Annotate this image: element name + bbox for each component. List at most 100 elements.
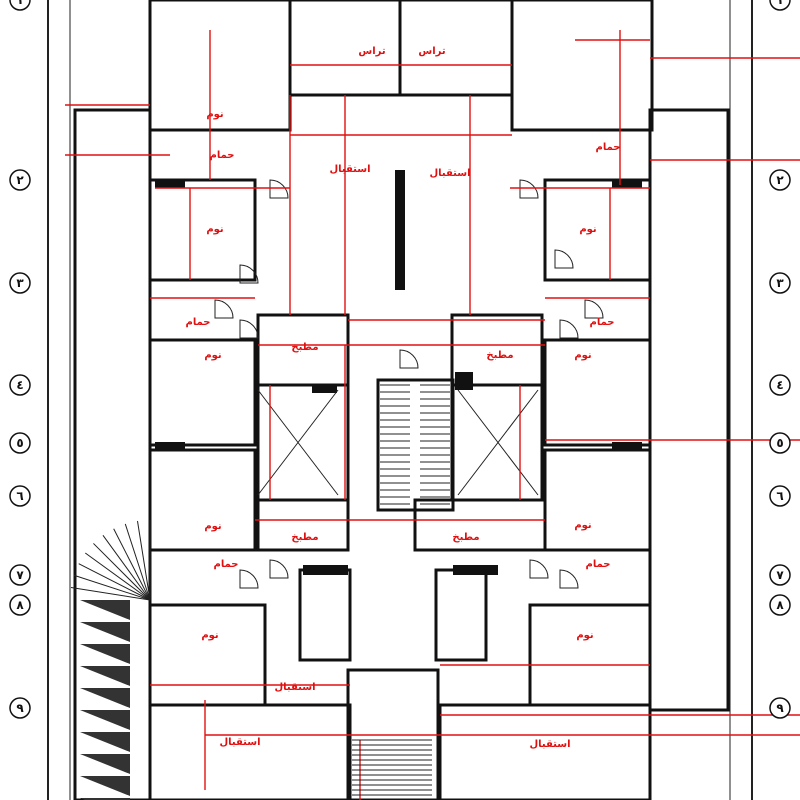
staircase <box>352 378 455 796</box>
room-label-bathroom: حمام <box>586 559 611 570</box>
elevator-shaft <box>257 389 339 496</box>
grid-bubble-8: ٨ <box>769 594 791 616</box>
door-swing <box>214 299 234 319</box>
grid-bubble-2: ٢ <box>9 169 31 191</box>
room-label-reception: استقبال <box>274 682 315 693</box>
room-label-bedroom: نوم <box>204 350 221 361</box>
wall <box>148 703 352 800</box>
structural-column <box>453 565 498 575</box>
wall <box>434 568 488 662</box>
spiral-stair-tread <box>93 543 151 601</box>
door-swing <box>584 299 604 319</box>
structural-column <box>455 372 473 390</box>
room-label-bedroom: نوم <box>579 224 596 235</box>
structural-column <box>155 442 185 450</box>
room-label-bedroom: نوم <box>201 630 218 641</box>
structural-column <box>612 442 642 450</box>
grid-bubble-label: ٣ <box>776 276 784 290</box>
wall <box>148 338 257 447</box>
grid-bubble-4: ٤ <box>9 374 31 396</box>
grid-bubble-6: ٦ <box>9 485 31 507</box>
spiral-stair-tread <box>73 574 151 601</box>
grid-bubble-label: ٨ <box>776 598 784 612</box>
room-label-terrace: تراس <box>418 46 445 57</box>
door-swing <box>399 349 419 369</box>
door-swing <box>559 319 579 339</box>
grid-bubble-4: ٤ <box>769 374 791 396</box>
wall <box>148 178 257 282</box>
wall <box>73 108 152 800</box>
grid-bubble-1: ١ <box>9 0 31 11</box>
structural-column <box>303 565 348 575</box>
grid-bubble-8: ٨ <box>9 594 31 616</box>
spiral-stair-tread <box>102 534 151 601</box>
grid-bubble-3: ٣ <box>769 272 791 294</box>
door-swing <box>269 559 289 579</box>
wall <box>543 338 652 447</box>
stair-step <box>80 600 130 620</box>
door-swing <box>239 569 259 589</box>
stair-step <box>80 732 130 752</box>
wall <box>298 568 352 662</box>
grid-bubble-label: ١ <box>776 0 783 7</box>
room-label-kitchen: مطبخ <box>291 532 318 543</box>
spiral-stair-tread <box>70 586 151 601</box>
room-label-reception: استقبال <box>329 164 370 175</box>
grid-bubble-label: ١ <box>16 0 23 7</box>
grid-bubble-9: ٩ <box>769 697 791 719</box>
grid-bubble-2: ٢ <box>769 169 791 191</box>
wall <box>398 0 514 97</box>
grid-bubble-label: ٢ <box>776 173 784 187</box>
elevator-shaft <box>457 389 539 496</box>
wall <box>148 448 257 552</box>
wall <box>413 498 547 552</box>
room-label-bathroom: حمام <box>186 317 211 328</box>
grid-bubble-label: ٤ <box>16 378 23 392</box>
grid-bubble-5: ٥ <box>769 432 791 454</box>
wall <box>543 178 652 282</box>
room-label-bedroom: نوم <box>574 520 591 531</box>
grid-bubble-1: ١ <box>769 0 791 11</box>
room-label-bedroom: نوم <box>574 350 591 361</box>
grid-bubble-label: ٨ <box>16 598 24 612</box>
grid-bubble-label: ٧ <box>16 568 24 582</box>
door-swing <box>239 264 259 284</box>
stair-step <box>80 622 130 642</box>
door-swing <box>529 559 549 579</box>
room-label-bedroom: نوم <box>204 521 221 532</box>
wall <box>543 448 652 552</box>
grid-bubble-label: ٣ <box>16 276 24 290</box>
structural-column <box>155 180 185 188</box>
spiral-stair-tread <box>78 563 151 601</box>
grid-bubble-label: ٩ <box>776 701 784 715</box>
door-swing <box>239 319 259 339</box>
room-label-bedroom: نوم <box>206 109 223 120</box>
grid-bubble-label: ٢ <box>16 173 24 187</box>
grid-bubble-7: ٧ <box>769 564 791 586</box>
spiral-stair-tread <box>113 528 151 601</box>
door-swing <box>269 179 289 199</box>
wall <box>528 603 652 707</box>
wall <box>148 603 267 707</box>
room-label-reception: استقبال <box>429 168 470 179</box>
room-label-bathroom: حمام <box>210 150 235 161</box>
room-label-bathroom: حمام <box>596 142 621 153</box>
grid-bubble-9: ٩ <box>9 697 31 719</box>
wall <box>510 0 654 132</box>
grid-bubble-label: ٥ <box>16 436 23 450</box>
room-label-bathroom: حمام <box>590 317 615 328</box>
stair-step <box>80 666 130 686</box>
wall <box>256 498 350 552</box>
wall <box>438 703 652 800</box>
grid-bubble-label: ٩ <box>16 701 24 715</box>
door-swing <box>554 249 574 269</box>
door-swing <box>519 179 539 199</box>
door-swing <box>559 569 579 589</box>
grid-axis-lines <box>47 0 753 800</box>
grid-bubble-3: ٣ <box>9 272 31 294</box>
grid-bubble-label: ٤ <box>776 378 783 392</box>
stair-step <box>80 754 130 774</box>
